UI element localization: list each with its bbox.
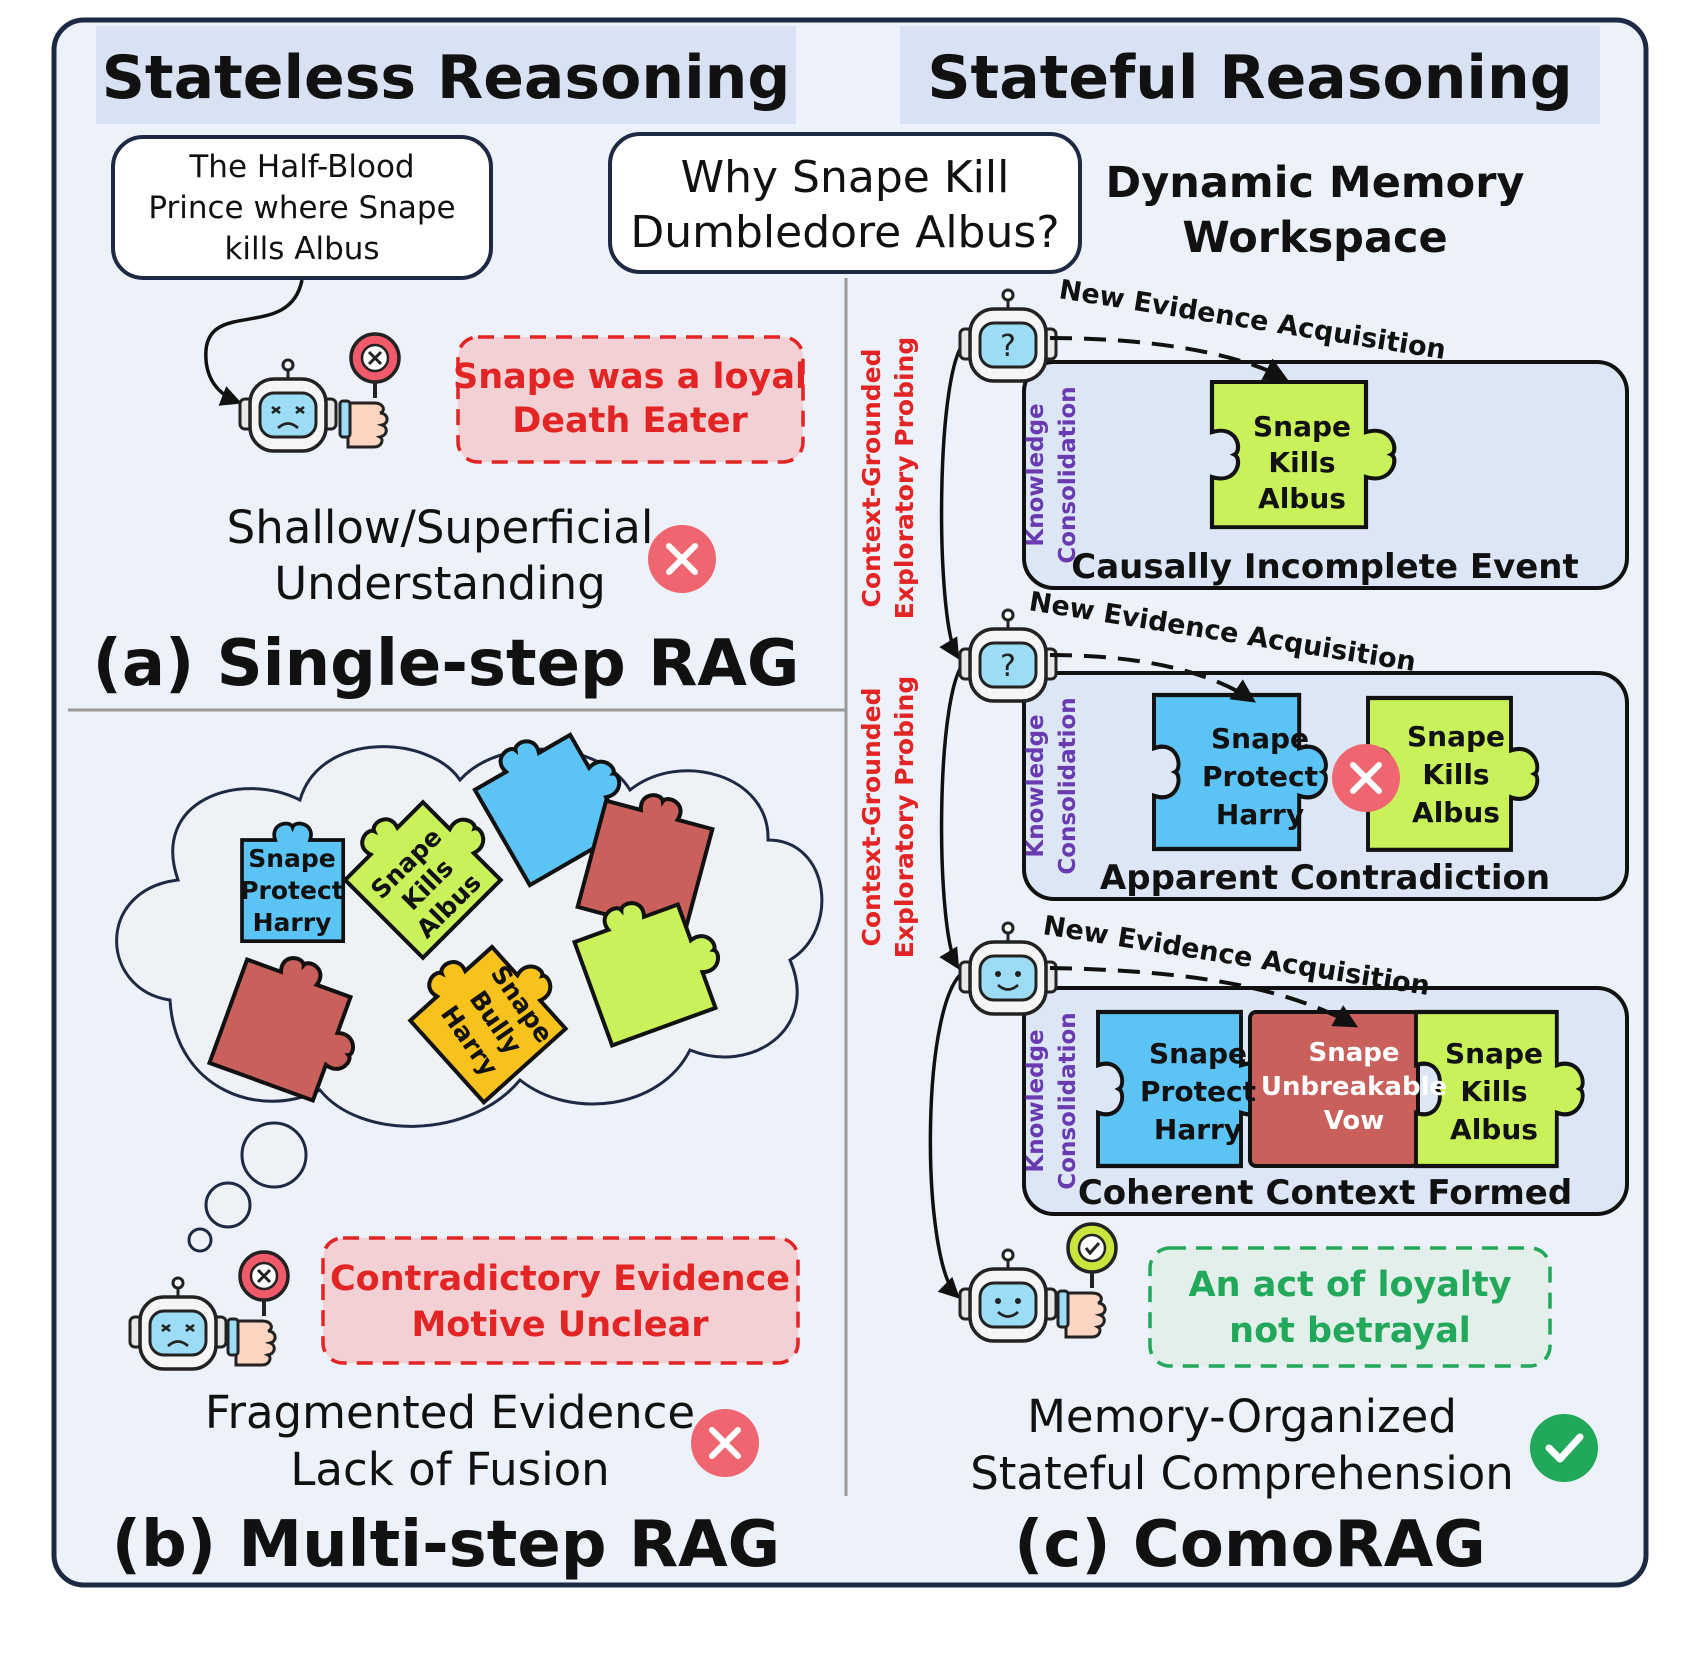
header-right-bg — [900, 26, 1600, 124]
verdict-b-line-2: Lack of Fusion — [290, 1443, 609, 1496]
flow-arrow-3 — [928, 968, 968, 1299]
verdict-c-line-2: Stateful Comprehension — [970, 1447, 1514, 1500]
piece-c3k-l1: Snape — [1445, 1037, 1543, 1070]
piece-c2k-l3: Albus — [1412, 796, 1500, 829]
question-line-1: Why Snape Kill — [681, 152, 1010, 203]
flow-arrow-1 — [939, 338, 969, 660]
piece-c1-l3: Albus — [1258, 482, 1346, 515]
question-box — [608, 132, 1082, 274]
verdict-b-line-1: Fragmented Evidence — [205, 1386, 695, 1439]
answer-c-line-1: An act of loyalty — [1189, 1265, 1512, 1305]
piece-c3v-l3: Vow — [1324, 1106, 1385, 1136]
panel-b: Snape Protect Harry Snape Kills Albus — [112, 707, 824, 1582]
answer-box-c — [1148, 1246, 1552, 1368]
hand-a — [338, 399, 389, 449]
acquire-arrow-1 — [1049, 336, 1289, 381]
svg-text:Context-Grounded: Context-Grounded — [857, 348, 886, 607]
piece-c3v-l1: Snape — [1308, 1038, 1399, 1068]
piece-c2p-l1: Snape — [1211, 722, 1309, 755]
thought-bubble-2 — [204, 1181, 252, 1229]
consolidation-3: Knowledge Consolidation — [1023, 1012, 1081, 1189]
caption-a: (a) Single-step RAG — [93, 627, 800, 701]
piece-c3v-l2: Unbreakable — [1261, 1072, 1447, 1102]
piece-c2k-l1: Snape — [1407, 720, 1505, 753]
svg-text:Context-Grounded: Context-Grounded — [857, 687, 886, 946]
piece-c3k-l2: Kills — [1460, 1075, 1527, 1108]
consolidation-1: Knowledge Consolidation — [1023, 386, 1081, 563]
thought-bubble-3 — [187, 1227, 213, 1253]
x-badge-b — [691, 1409, 759, 1477]
answer-a-line-1: Snape was a loyal — [453, 357, 807, 397]
piece-c3p-l1: Snape — [1149, 1037, 1247, 1070]
header-stateful: Stateful Reasoning — [927, 43, 1572, 113]
svg-text:Consolidation: Consolidation — [1055, 697, 1081, 874]
query-line-3: kills Albus — [224, 231, 379, 267]
piece-b-protect-l2: Protect — [240, 876, 344, 905]
svg-text:Knowledge: Knowledge — [1023, 403, 1049, 546]
workspace-title-2: Workspace — [1182, 213, 1447, 263]
header-stateless: Stateless Reasoning — [102, 43, 791, 113]
header-left-bg — [96, 26, 796, 124]
answer-b-line-2: Motive Unclear — [411, 1305, 709, 1345]
piece-c1-l2: Kills — [1268, 446, 1335, 479]
svg-text:Consolidation: Consolidation — [1055, 386, 1081, 563]
caption-b: (b) Multi-step RAG — [112, 1508, 780, 1582]
svg-text:Consolidation: Consolidation — [1055, 1012, 1081, 1189]
answer-box-a — [456, 335, 805, 464]
consolidation-2: Knowledge Consolidation — [1023, 697, 1081, 874]
svg-text:Knowledge: Knowledge — [1023, 714, 1049, 857]
flow-arrow-2 — [939, 658, 969, 970]
query-arrow — [204, 279, 304, 406]
state-2-caption: Apparent Contradiction — [1100, 858, 1550, 898]
svg-text:Exploratory Probing: Exploratory Probing — [890, 337, 919, 619]
svg-text:Exploratory Probing: Exploratory Probing — [890, 676, 919, 958]
question-line-2: Dumbledore Albus? — [630, 207, 1059, 258]
answer-a-line-2: Death Eater — [512, 401, 748, 441]
svg-text:Knowledge: Knowledge — [1023, 1029, 1049, 1172]
workspace-title-1: Dynamic Memory — [1106, 158, 1525, 208]
answer-b-line-1: Contradictory Evidence — [330, 1259, 790, 1299]
caption-c: (c) ComoRAG — [1014, 1508, 1486, 1582]
thought-bubble-1 — [240, 1121, 308, 1189]
contradiction-x-badge — [1332, 744, 1400, 812]
verdict-a-line-1: Shallow/Superficial — [227, 501, 654, 554]
piece-b-protect-l3: Harry — [253, 908, 332, 937]
acquire-arrow-3 — [1049, 966, 1359, 1028]
answer-box-b — [321, 1236, 800, 1365]
x-badge-a — [648, 525, 716, 593]
hand-c — [1056, 1289, 1107, 1339]
query-line-2: Prince where Snape — [148, 190, 455, 226]
panel-a: The Half-Blood Prince where Snape kills … — [93, 135, 807, 701]
probing-label-2: Context-Grounded Exploratory Probing — [857, 676, 919, 958]
query-box — [111, 135, 493, 280]
piece-c3k-l3: Albus — [1450, 1113, 1538, 1146]
piece-c3p-l2: Protect — [1140, 1075, 1256, 1108]
query-line-1: The Half-Blood — [188, 149, 414, 185]
verdict-c-line-1: Memory-Organized — [1027, 1390, 1457, 1443]
probing-label-1: Context-Grounded Exploratory Probing — [857, 337, 919, 619]
piece-c2k-l2: Kills — [1422, 758, 1489, 791]
state-1-caption: Causally Incomplete Event — [1071, 547, 1579, 587]
hand-b — [226, 1317, 277, 1367]
state-3-caption: Coherent Context Formed — [1078, 1173, 1572, 1213]
answer-c-line-2: not betrayal — [1229, 1311, 1471, 1351]
piece-b-protect-l1: Snape — [248, 844, 336, 873]
acquire-arrow-2 — [1049, 653, 1256, 703]
piece-c2p-l2: Protect — [1202, 760, 1318, 793]
piece-c2p-l3: Harry — [1216, 798, 1304, 831]
verdict-a-line-2: Understanding — [274, 557, 606, 610]
piece-c3p-l3: Harry — [1154, 1113, 1242, 1146]
piece-c1-l1: Snape — [1253, 410, 1351, 443]
check-badge-c — [1530, 1414, 1598, 1482]
